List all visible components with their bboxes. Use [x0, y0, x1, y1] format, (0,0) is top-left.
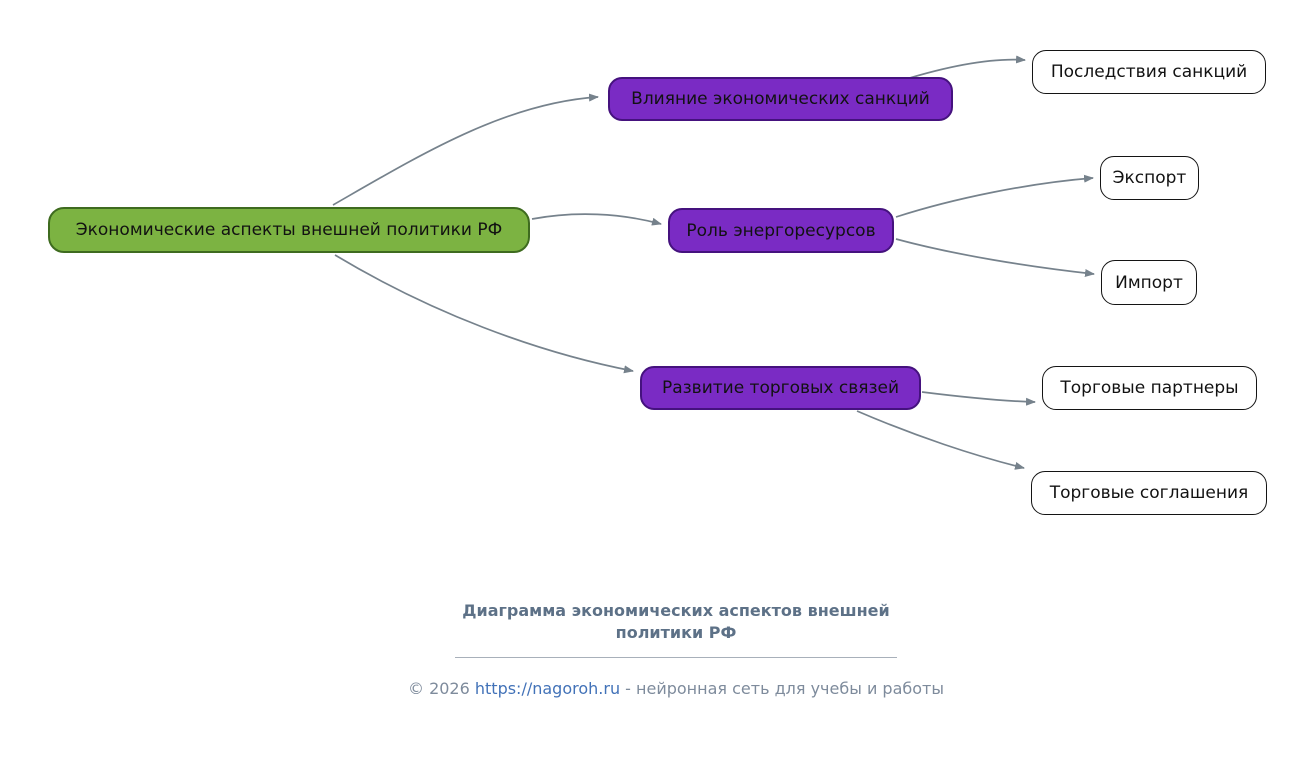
edge-root-to-energy — [531, 213, 662, 226]
edge-root-to-sanctions — [332, 93, 599, 206]
node-branch-sanctions: Влияние экономических санкций — [608, 77, 953, 121]
node-leaf-trade-agreements: Торговые соглашения — [1031, 471, 1267, 515]
edge-trade-to-agreements — [856, 410, 1025, 470]
node-branch-trade-label: Развитие торговых связей — [661, 378, 900, 398]
node-leaf-sanction-consequences: Последствия санкций — [1032, 50, 1266, 94]
footer-divider — [455, 657, 897, 658]
node-leaf-export-label: Экспорт — [1112, 168, 1187, 188]
node-leaf-import-label: Импорт — [1115, 272, 1183, 293]
node-leaf-trade-partners-label: Торговые партнеры — [1060, 378, 1239, 398]
copyright-prefix: © 2026 — [407, 679, 475, 698]
node-branch-trade: Развитие торговых связей — [640, 366, 921, 410]
node-branch-sanctions-label: Влияние экономических санкций — [631, 89, 930, 109]
edge-energy-to-import — [895, 238, 1095, 277]
node-leaf-trade-partners: Торговые партнеры — [1042, 366, 1257, 410]
edge-root-to-trade — [334, 254, 634, 374]
edge-energy-to-export — [895, 174, 1094, 218]
node-branch-energy: Роль энергоресурсов — [668, 208, 894, 253]
node-root-label: Экономические аспекты внешней политики Р… — [75, 220, 503, 240]
node-leaf-export: Экспорт — [1100, 156, 1199, 200]
node-root: Экономические аспекты внешней политики Р… — [48, 207, 530, 253]
node-leaf-sanction-consequences-label: Последствия санкций — [1050, 62, 1248, 82]
node-branch-energy-label: Роль энергоресурсов — [686, 220, 876, 241]
footer-copyright: © 2026 https://nagoroh.ru - нейронная се… — [376, 679, 976, 698]
diagram-caption: Диаграмма экономических аспектов внешней… — [462, 601, 890, 642]
site-link[interactable]: https://nagoroh.ru — [474, 679, 621, 698]
edge-trade-to-partners — [921, 391, 1036, 406]
node-leaf-trade-agreements-label: Торговые соглашения — [1049, 483, 1249, 503]
copyright-suffix: - нейронная сеть для учебы и работы — [620, 679, 944, 698]
node-leaf-import: Импорт — [1101, 260, 1197, 305]
